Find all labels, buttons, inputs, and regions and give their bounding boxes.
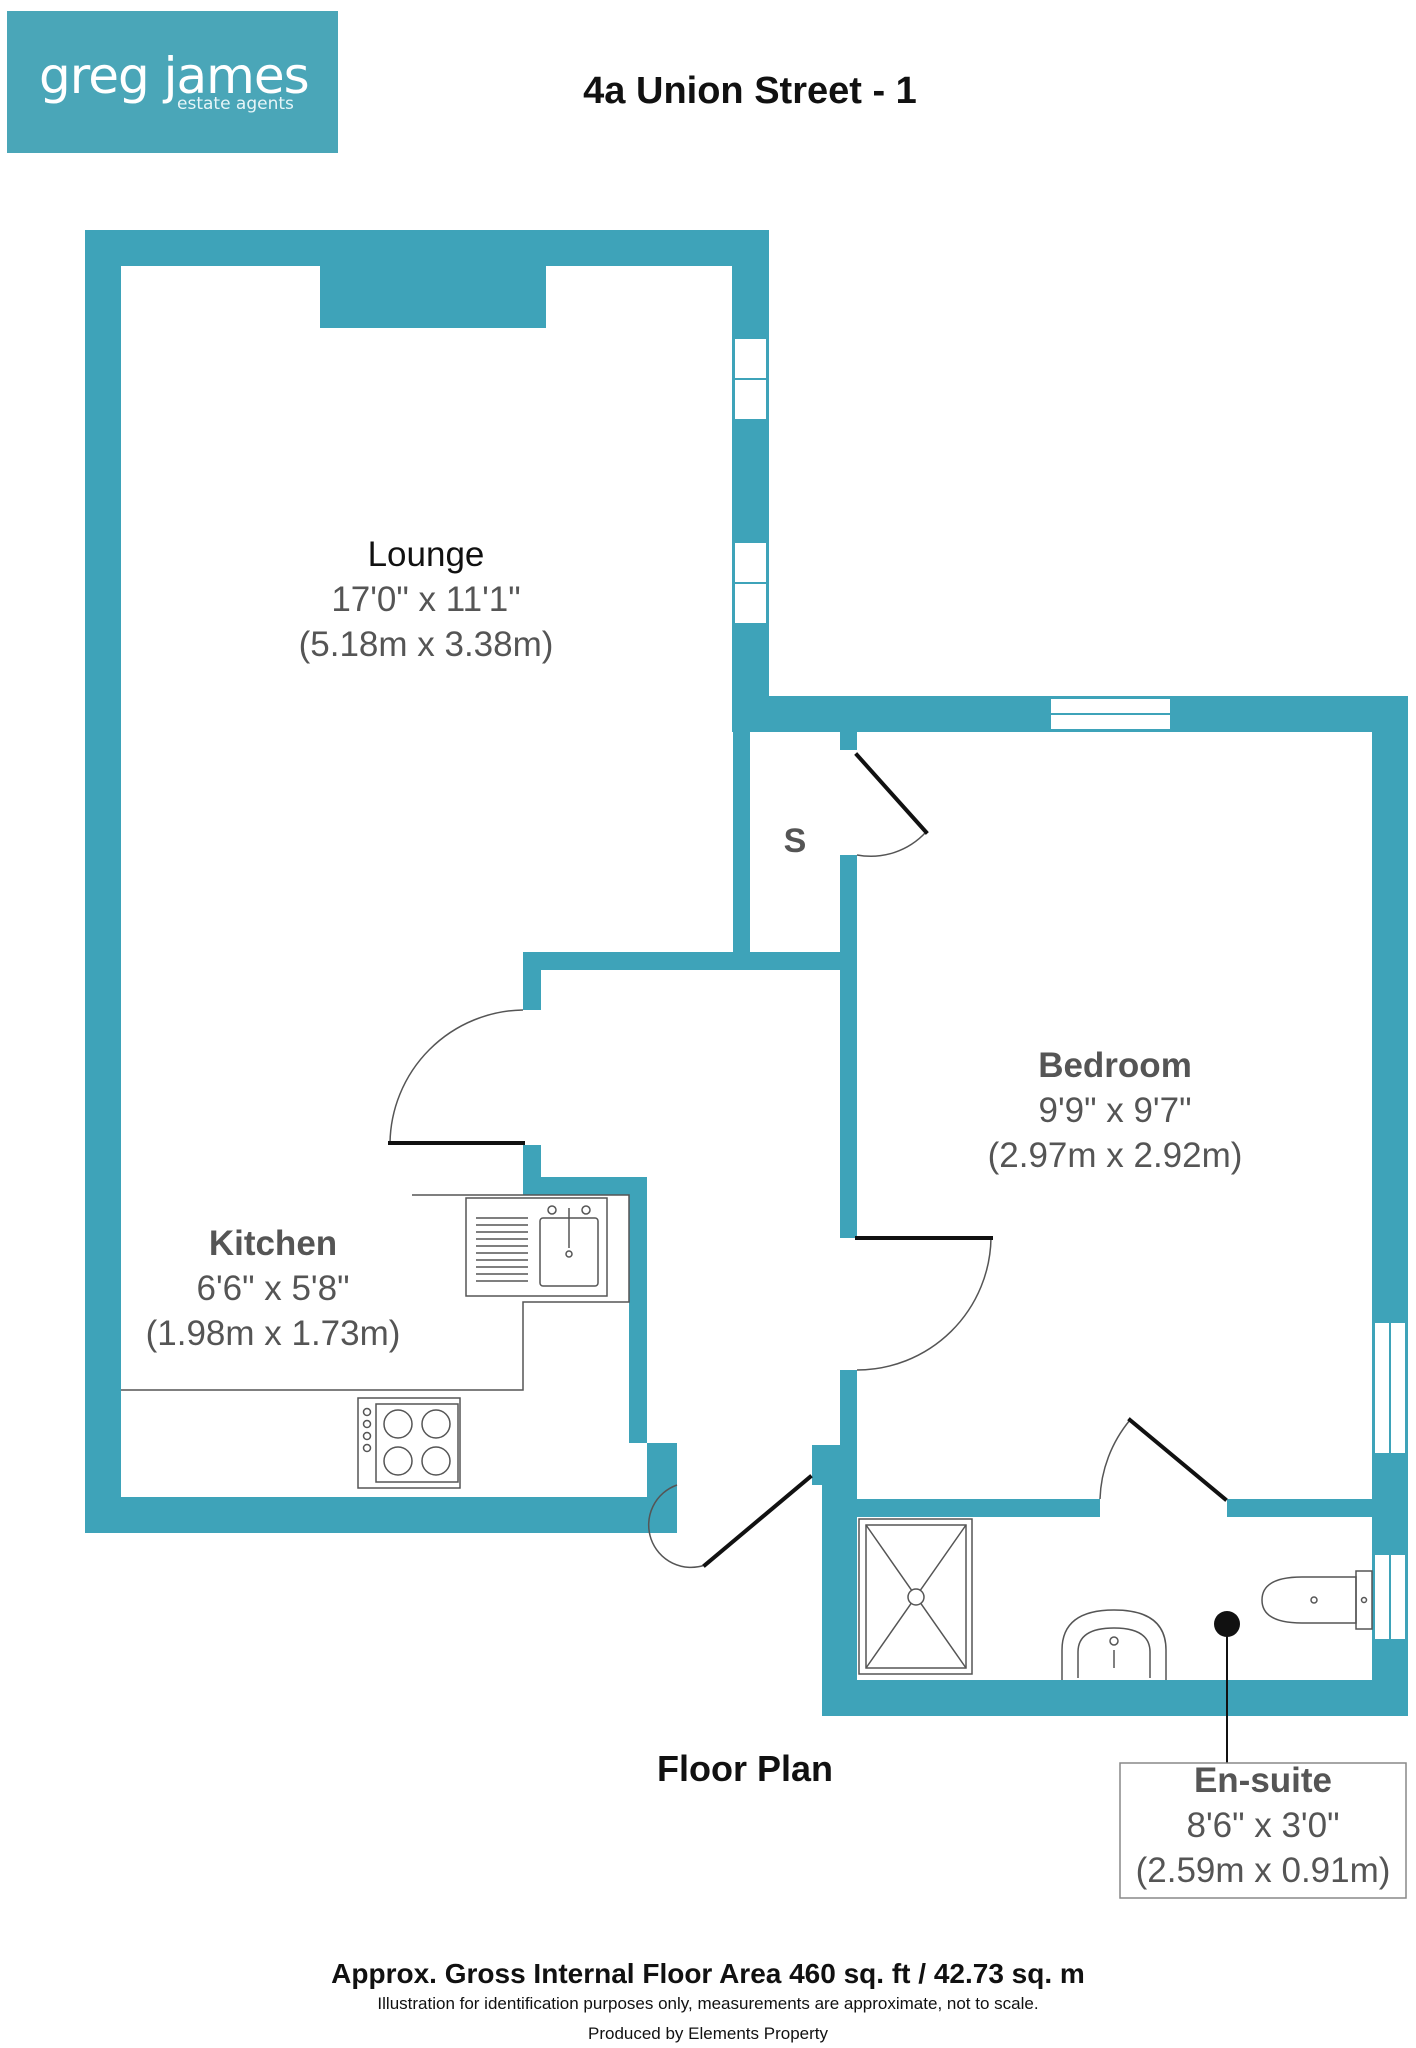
hall-top-wall	[523, 952, 857, 970]
entrance-right-jamb	[812, 1445, 857, 1485]
lounge-left-wall	[85, 230, 121, 1533]
ensuite-top-wall-left	[857, 1499, 1100, 1517]
storage-name: S	[783, 822, 807, 860]
window-mullions	[734, 378, 1391, 1640]
windows	[733, 337, 1407, 1641]
kitchen-dim-imperial: 6'6" x 5'8"	[196, 1269, 350, 1308]
kitchen-label: Kitchen 6'6" x 5'8" (1.98m x 1.73m)	[118, 1221, 428, 1356]
ensuite-bottom-wall	[822, 1680, 1408, 1716]
door-swings	[389, 831, 1131, 1569]
toilet-cistern	[1355, 1570, 1373, 1630]
lounge-dim-metric: (5.18m x 3.38m)	[298, 625, 554, 664]
lounge-door-swing	[389, 1009, 524, 1144]
lounge-name: Lounge	[367, 535, 485, 574]
right-outer-wall	[1372, 696, 1408, 1716]
bedroom-label: Bedroom 9'9" x 9'7" (2.97m x 2.92m)	[940, 1043, 1290, 1178]
page-title: 4a Union Street - 1	[583, 70, 917, 112]
walls	[85, 230, 1408, 1716]
entrance-door	[702, 1474, 813, 1568]
lounge-right-wall-upper	[732, 230, 769, 696]
hob-top	[375, 1403, 459, 1483]
chimney-breast	[320, 266, 546, 328]
storage-door-swing	[856, 831, 927, 858]
kitchen-partition-top	[523, 1177, 647, 1195]
entrance-left-jamb	[647, 1443, 677, 1533]
disclaimer-text: Illustration for identification purposes…	[377, 1994, 1039, 2013]
lounge-dim-imperial: 17'0" x 11'1"	[331, 580, 521, 619]
kitchen-bottom-wall	[85, 1497, 665, 1533]
lounge-label: Lounge 17'0" x 11'1" (5.18m x 3.38m)	[256, 532, 596, 667]
ensuite-label-box	[1119, 1762, 1407, 1899]
door-leaves	[388, 752, 1228, 1568]
floor-area-text: Approx. Gross Internal Floor Area 460 sq…	[331, 1958, 1085, 1989]
bedroom-door-swing	[856, 1237, 992, 1371]
bedroom-left-wall-upper	[840, 732, 857, 750]
bedroom-name: Bedroom	[1038, 1046, 1192, 1085]
ensuite-door-swing	[1099, 1419, 1131, 1500]
kitchen-right-wall	[629, 1177, 647, 1443]
shower-tray	[858, 1518, 973, 1675]
entrance-door-swing	[647, 1484, 706, 1569]
ensuite-dim-imperial: 8'6" x 3'0"	[1186, 1806, 1340, 1845]
toilet-bowl	[1261, 1576, 1357, 1624]
ensuite-door	[1127, 1417, 1228, 1502]
bedroom-dim-imperial: 9'9" x 9'7"	[1038, 1091, 1192, 1130]
ensuite-top-wall-right	[1227, 1499, 1372, 1517]
bedroom-left-wall-mid	[840, 855, 857, 1238]
wash-basin	[1061, 1609, 1167, 1680]
lounge-hall-wall-upper	[523, 952, 541, 1010]
worktop-upper	[121, 1194, 630, 1391]
storage-door	[854, 752, 929, 835]
brand-name: greg james	[39, 47, 310, 105]
storage-label: S	[770, 822, 820, 861]
ensuite-dim-metric: (2.59m x 0.91m)	[1135, 1851, 1391, 1890]
brand-tagline: estate agents	[177, 94, 294, 114]
ensuite-name: En-suite	[1193, 1761, 1333, 1800]
produced-by-text: Produced by Elements Property	[587, 2024, 828, 2043]
floor-plan-label: Floor Plan	[656, 1748, 833, 1789]
brand-logo: greg james estate agents	[7, 11, 338, 153]
fixtures	[121, 1194, 1373, 1680]
ensuite-pointer	[1119, 1611, 1407, 1899]
sink-drainer-icon	[476, 1217, 528, 1282]
storage-left-wall	[733, 732, 750, 952]
sink-unit	[465, 1197, 608, 1297]
lounge-top-wall	[85, 230, 769, 266]
ensuite-label: En-suite 8'6" x 3'0" (2.59m x 0.91m)	[1120, 1758, 1406, 1893]
ensuite-left-wall	[822, 1483, 857, 1716]
kitchen-dim-metric: (1.98m x 1.73m)	[145, 1314, 401, 1353]
hob-unit	[357, 1397, 461, 1489]
kitchen-name: Kitchen	[208, 1224, 338, 1263]
bedroom-dim-metric: (2.97m x 2.92m)	[987, 1136, 1243, 1175]
